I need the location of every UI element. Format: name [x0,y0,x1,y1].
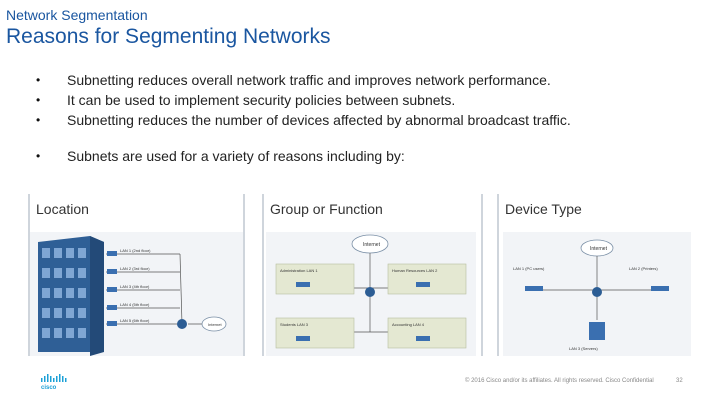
bullet-dot: • [36,149,41,163]
group-box [275,317,355,349]
router-icon [177,319,187,329]
lan-label: LAN 2 (3rd floor) [120,266,150,271]
router-icon [592,287,602,297]
group-label: Administration LAN 1 [280,268,318,273]
location-diagram: LAN 1 (2nd floor) LAN 2 (3rd floor) LAN … [30,232,243,356]
lan-label: LAN 5 (6th floor) [120,318,150,323]
panel-divider [481,194,483,356]
bullet-item: • Subnetting reduces the number of devic… [36,110,706,130]
slide-footer: cisco © 2016 Cisco and/or its affiliates… [0,374,720,394]
cloud-icon [201,316,227,332]
page-number: 32 [676,378,683,384]
router-icon [365,287,375,297]
group-function-panel: Group or Function Internet Administratio… [262,194,483,356]
lan-label: LAN 3 (4th floor) [120,284,150,289]
panel-label: Group or Function [270,201,383,217]
group-label: Human Resources LAN 2 [392,268,438,273]
svg-text:cisco: cisco [41,385,57,390]
bullet-item: • Subnets are used for a variety of reas… [36,146,706,166]
copyright-text: © 2016 Cisco and/or its affiliates. All … [465,378,654,384]
panel-divider [497,194,499,356]
bullet-dot: • [36,73,41,87]
panel-label: Location [36,201,89,217]
device-type-panel: Device Type Internet LAN 1 (PC users) LA… [497,194,718,356]
panel-divider [28,194,30,356]
bullet-item: • It can be used to implement security p… [36,90,706,110]
cloud-label: Internet [363,242,381,248]
group-label: LAN 2 (Printers) [629,266,658,271]
bullet-text: Subnets are used for a variety of reason… [67,148,405,164]
cisco-logo-icon: cisco [41,374,67,390]
bullet-list: • Subnetting reduces overall network tra… [36,70,706,166]
group-box [275,263,355,295]
bullet-dot: • [36,113,41,127]
bullet-text: Subnetting reduces overall network traff… [67,72,551,88]
group-label: Students LAN 3 [280,322,309,327]
lan-label: LAN 4 (5th floor) [120,302,150,307]
lan-label: LAN 1 (2nd floor) [120,248,151,253]
bullet-dot: • [36,93,41,107]
panel-divider [262,194,264,356]
bullet-text: It can be used to implement security pol… [67,92,456,108]
device-type-diagram: Internet LAN 1 (PC users) LAN 2 (Printer… [503,232,691,356]
page-title: Reasons for Segmenting Networks [6,25,331,48]
group-box [387,317,467,349]
cloud-label: Internet [590,246,608,252]
panel-divider [243,194,245,356]
location-panel: Location LAN 1 (2nd floor) LAN 2 (3rd fl… [28,194,249,356]
bullet-item: • Subnetting reduces overall network tra… [36,70,706,90]
group-label: LAN 1 (PC users) [513,266,545,271]
panel-label: Device Type [505,201,582,217]
section-title: Network Segmentation [6,7,148,23]
group-label: LAN 3 (Servers) [569,346,598,351]
slide-header: Network Segmentation Reasons for Segment… [6,6,331,49]
group-function-diagram: Internet Administration LAN 1 Human Reso… [266,232,476,356]
cloud-label: Internet [208,322,222,327]
bullet-text: Subnetting reduces the number of devices… [67,112,571,128]
group-label: Accounting LAN 4 [392,322,425,327]
group-box [387,263,467,295]
